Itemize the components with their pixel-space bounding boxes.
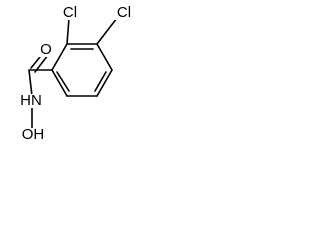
bond-carbon-to-nitrogen bbox=[28, 69, 33, 97]
carbonyl-oxygen-bg bbox=[39, 43, 53, 57]
ring-bond-c5-c6 bbox=[51, 43, 68, 71]
chemical-structure-diagram: Cl Cl O HN OH bbox=[18, 4, 134, 143]
benzene-ring bbox=[51, 43, 113, 97]
ring-double-bond-inner-left bbox=[56, 71, 70, 92]
hydroxyl-bg bbox=[20, 128, 46, 142]
ring-bond-c2-c3 bbox=[96, 69, 113, 97]
atom-labels: Cl Cl O HN OH bbox=[18, 4, 134, 143]
cl-right-label: Cl bbox=[117, 4, 131, 21]
amide-nitrogen-label: HN bbox=[20, 92, 42, 109]
ring-double-bond-inner-right bbox=[94, 71, 107, 92]
hydroxyl-label: OH bbox=[22, 126, 45, 143]
cl-upper-label: Cl bbox=[63, 4, 77, 21]
carbonyl-double-bond-b bbox=[34, 54, 49, 73]
cl-right-bg bbox=[114, 6, 134, 20]
carbonyl-oxygen-label: O bbox=[40, 41, 52, 58]
substituent-bonds bbox=[28, 17, 118, 129]
cl-upper-bg bbox=[60, 6, 80, 20]
bond-ring-to-cl-upper bbox=[66, 17, 70, 45]
ring-bond-c4-c5 bbox=[51, 69, 68, 97]
amide-nitrogen-bg bbox=[18, 94, 44, 108]
ring-bond-c1-c2 bbox=[96, 43, 113, 71]
bond-ring-to-cl-right bbox=[96, 17, 118, 45]
